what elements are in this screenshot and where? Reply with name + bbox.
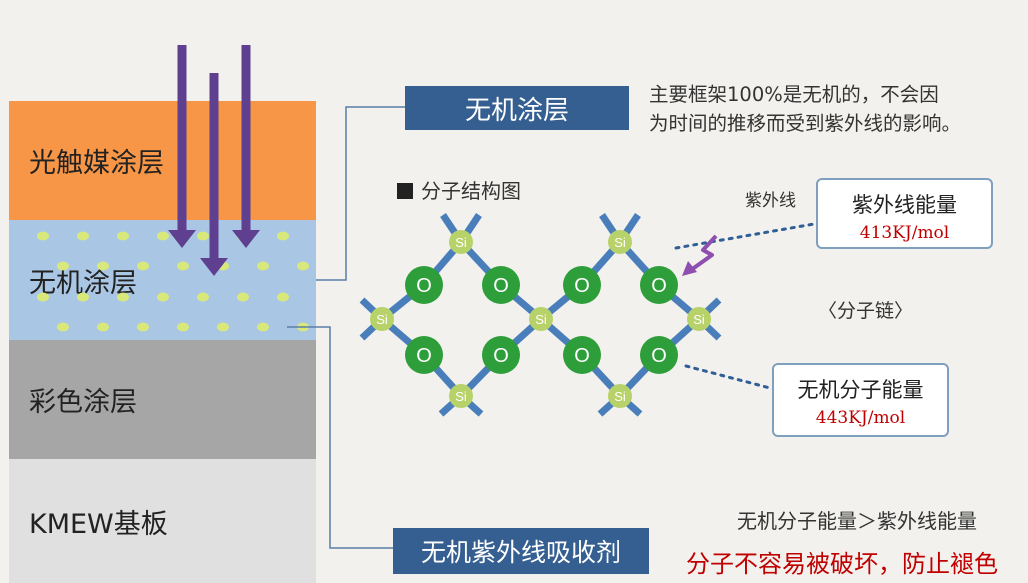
inorganic-coating-tag: 无机涂层 (405, 86, 629, 130)
oxygen-atom: O (405, 266, 443, 304)
absorber-particle (177, 261, 189, 271)
oxygen-label: O (416, 345, 432, 367)
silicon-atom: Si (449, 384, 473, 408)
callout-line-absorber (287, 326, 393, 549)
oxygen-label: O (574, 345, 590, 367)
description-line-1: 主要框架100%是无机的，不会因 (649, 83, 939, 106)
layer-color: 彩色涂层 (9, 340, 316, 459)
inorganic-coating-tag-text: 无机涂层 (464, 95, 569, 126)
oxygen-atom: O (563, 336, 601, 374)
absorber-particle (77, 292, 89, 302)
oxygen-label: O (651, 345, 667, 367)
uv-absorber-tag-text: 无机紫外线吸收剂 (420, 538, 621, 567)
oxygen-label: O (651, 275, 667, 297)
oxygen-atom: O (405, 336, 443, 374)
silicon-atom: Si (529, 307, 553, 331)
callout-line-inorganic (316, 106, 405, 281)
absorber-particle (137, 322, 149, 332)
silicon-label: Si (693, 312, 705, 327)
absorber-particle (97, 322, 109, 332)
absorber-particle (277, 231, 289, 241)
square-bullet-icon (397, 183, 413, 199)
layer-color-label: 彩色涂层 (29, 387, 137, 418)
absorber-particle (57, 322, 69, 332)
inorganic-energy-leader (684, 364, 772, 390)
conclusion: 分子不容易被破坏，防止褪色 (686, 550, 998, 578)
inorganic-energy-title: 无机分子能量 (797, 378, 924, 402)
uv-energy-title: 紫外线能量 (852, 193, 957, 217)
uv-energy-leader (674, 222, 816, 250)
silicon-label: Si (376, 312, 388, 327)
absorber-particle (297, 261, 309, 271)
layer-photocatalyst: 光触媒涂层 (9, 101, 316, 220)
molecular-chain-label: 〈分子链〉 (818, 300, 914, 322)
absorber-particle (257, 322, 269, 332)
silicon-label: Si (455, 235, 467, 250)
description: 主要框架100%是无机的，不会因 为时间的推移而受到紫外线的影响。 (649, 80, 961, 138)
uv-label: 紫外线 (745, 191, 796, 211)
layer-inorganic: 无机涂层 (9, 220, 316, 340)
silicon-label: Si (614, 389, 626, 404)
silicon-label: Si (535, 312, 547, 327)
absorber-particle (37, 231, 49, 241)
uv-energy-box: 紫外线能量 413KJ/mol (816, 178, 993, 249)
structure-title-text: 分子结构图 (421, 179, 521, 203)
absorber-particle (277, 292, 289, 302)
absorber-particle (57, 261, 69, 271)
uv-energy-value: 413KJ/mol (859, 223, 950, 243)
layer-substrate: KMEW基板 (9, 459, 316, 583)
silicon-atom: Si (687, 307, 711, 331)
absorber-particle (117, 231, 129, 241)
structure-title: 分子结构图 (397, 175, 521, 204)
absorber-particle (157, 231, 169, 241)
silicon-atom: Si (449, 230, 473, 254)
uv-ray-arrow-3-head (232, 230, 260, 248)
layer-substrate-label: KMEW基板 (29, 508, 168, 540)
absorber-particle (137, 261, 149, 271)
absorber-particle (257, 261, 269, 271)
energy-leaders (674, 222, 816, 390)
lightning-icon (682, 234, 718, 276)
absorber-particle (37, 292, 49, 302)
absorber-particle (237, 292, 249, 302)
silicon-label: Si (614, 235, 626, 250)
silicon-label: Si (455, 389, 467, 404)
layer-photocatalyst-label: 光触媒涂层 (29, 148, 164, 179)
absorber-particle (177, 322, 189, 332)
inorganic-energy-box: 无机分子能量 443KJ/mol (772, 363, 949, 437)
absorber-particle (217, 322, 229, 332)
uv-ray-arrow-1-head (168, 230, 196, 248)
uv-ray-arrows (168, 45, 260, 276)
oxygen-atom: O (482, 336, 520, 374)
oxygen-atom: O (640, 266, 678, 304)
absorber-particle (77, 231, 89, 241)
oxygen-label: O (574, 275, 590, 297)
oxygen-atom: O (482, 266, 520, 304)
oxygen-label: O (416, 275, 432, 297)
absorber-particle (197, 292, 209, 302)
oxygen-atom: O (563, 266, 601, 304)
callout-lines (287, 106, 405, 549)
silicon-atom: Si (608, 384, 632, 408)
absorber-particles (37, 231, 309, 332)
oxygen-atom: O (640, 336, 678, 374)
description-line-2: 为时间的推移而受到紫外线的影响。 (649, 112, 962, 135)
energy-comparison: 无机分子能量＞紫外线能量 (737, 509, 977, 533)
uv-ray-arrow-2-head (200, 258, 228, 276)
absorber-particle (97, 261, 109, 271)
silicon-atom: Si (608, 230, 632, 254)
oxygen-label: O (493, 345, 509, 367)
silicon-atom: Si (370, 307, 394, 331)
uv-absorber-tag: 无机紫外线吸收剂 (393, 528, 649, 574)
inorganic-energy-value: 443KJ/mol (815, 408, 906, 428)
absorber-particle (117, 292, 129, 302)
absorber-particle (157, 292, 169, 302)
oxygen-label: O (493, 275, 509, 297)
absorber-particle (197, 231, 209, 241)
